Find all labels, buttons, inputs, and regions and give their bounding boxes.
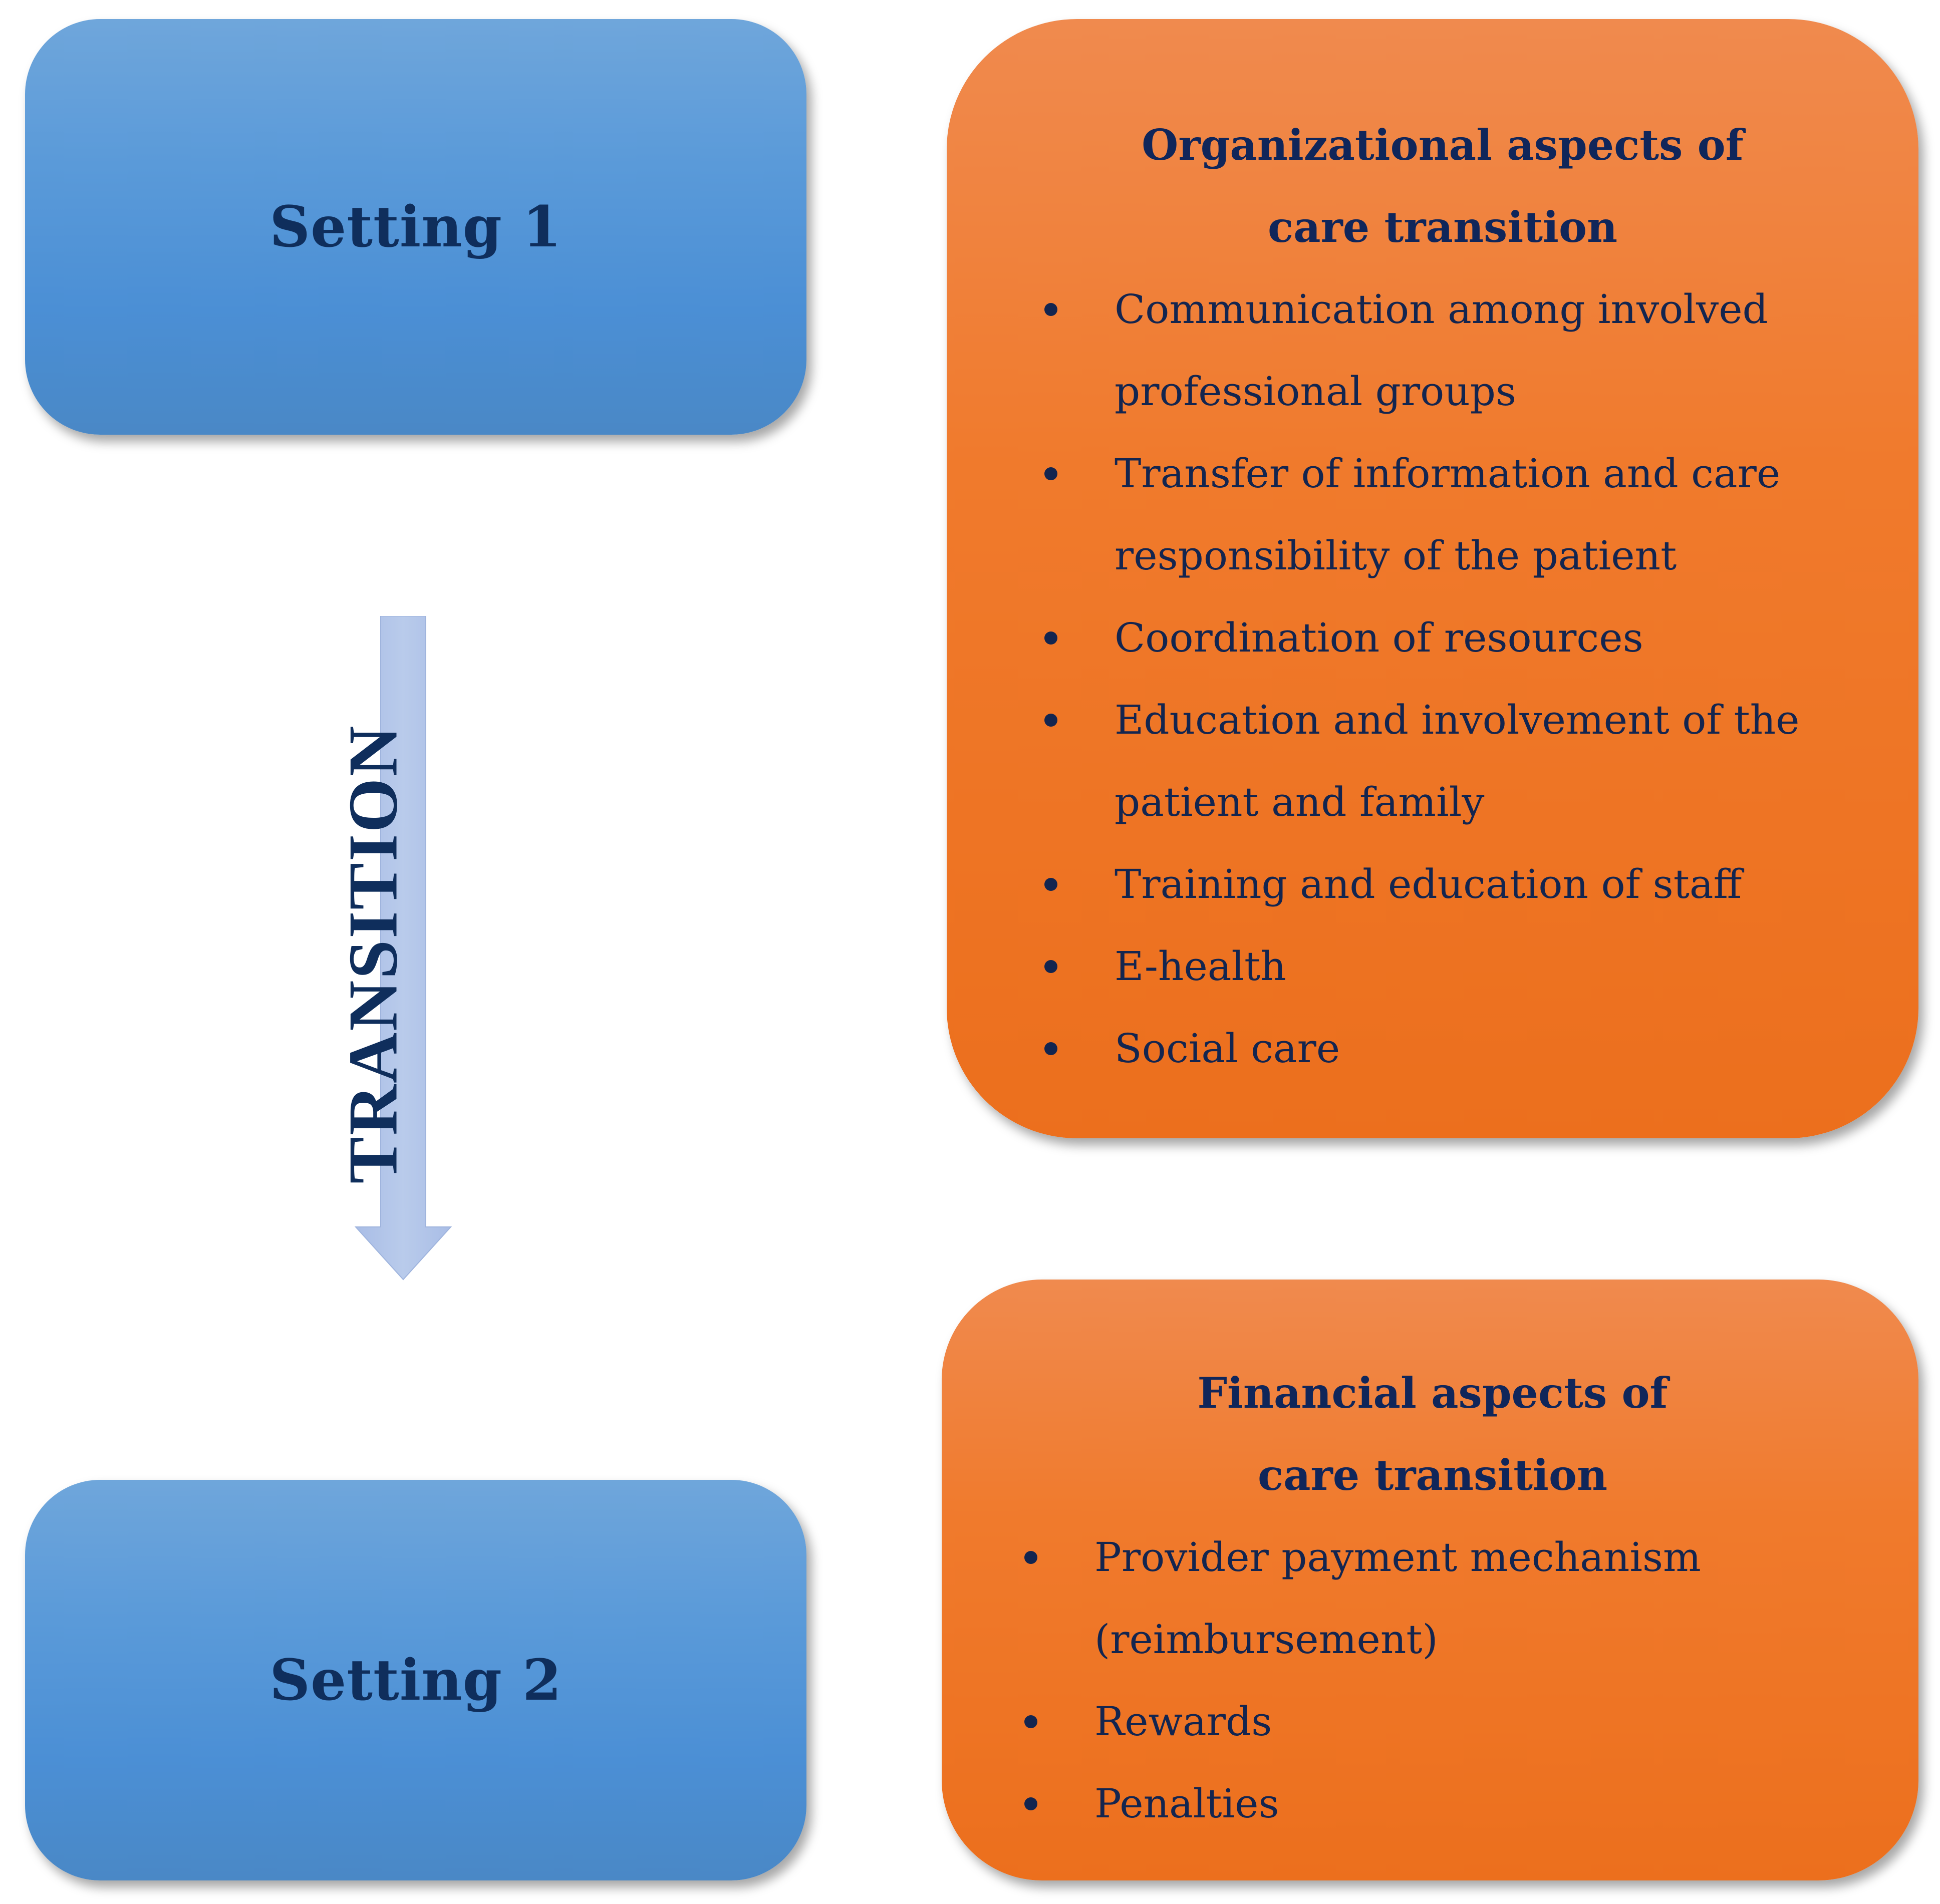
organizational-aspects-box: Organizational aspects of care transitio… [947, 19, 1918, 1138]
financial-title-line-2: care transition [1257, 1450, 1608, 1500]
financial-aspects-title: Financial aspects of care transition [1007, 1352, 1858, 1516]
list-item: Communication among involved professiona… [1027, 268, 1858, 433]
list-item: Education and involvement of the patient… [1027, 679, 1858, 843]
financial-title-line-1: Financial aspects of [1197, 1368, 1668, 1418]
list-item: Training and education of staff [1027, 843, 1858, 925]
organizational-aspects-list: Communication among involved professiona… [1027, 268, 1858, 1090]
organizational-aspects-title: Organizational aspects of care transitio… [1027, 104, 1858, 268]
organizational-title-line-1: Organizational aspects of [1142, 120, 1744, 170]
list-item: E-health [1027, 925, 1858, 1008]
list-item: Rewards [1007, 1681, 1858, 1763]
list-item: Provider payment mechanism (reimbursemen… [1007, 1516, 1858, 1681]
list-item: Social care [1027, 1008, 1858, 1090]
setting-1-label: Setting 1 [269, 194, 562, 260]
organizational-title-line-2: care transition [1267, 202, 1618, 252]
setting-2-box: Setting 2 [25, 1480, 806, 1880]
transition-arrow [354, 616, 452, 1281]
transition-label: TRANSITION [334, 724, 412, 1184]
financial-aspects-list: Provider payment mechanism (reimbursemen… [1007, 1516, 1858, 1845]
setting-1-box: Setting 1 [25, 19, 806, 435]
setting-2-label: Setting 2 [269, 1647, 562, 1713]
list-item: Transfer of information and care respons… [1027, 433, 1858, 597]
list-item: Coordination of resources [1027, 597, 1858, 679]
list-item: Penalties [1007, 1763, 1858, 1845]
financial-aspects-box: Financial aspects of care transition Pro… [942, 1280, 1918, 1880]
